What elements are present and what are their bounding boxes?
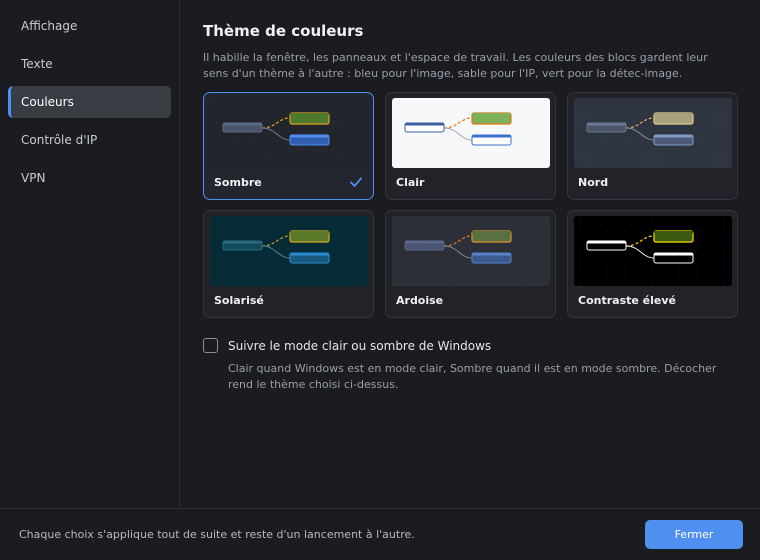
preview-source-node-header	[587, 123, 626, 126]
preview-link-ip	[625, 235, 655, 247]
page-title: Thème de couleurs	[203, 22, 364, 40]
preview-background	[210, 216, 368, 286]
preview-detect-node-header	[472, 231, 511, 234]
theme-label: Ardoise	[396, 294, 444, 307]
close-button[interactable]: Fermer	[645, 520, 743, 549]
preview-detect-node-header	[654, 113, 693, 116]
sidebar-item-vpn[interactable]: VPN	[21, 171, 46, 185]
preview-image-node-header	[472, 135, 511, 138]
theme-grid: Sombre Clair Nord Solarisé Ardoise Contr…	[203, 92, 738, 318]
preview-link-image	[443, 127, 473, 141]
theme-card-solarise[interactable]: Solarisé	[203, 210, 374, 318]
preview-source-node-header	[405, 241, 444, 244]
theme-label: Solarisé	[214, 294, 264, 307]
preview-source-node-header	[223, 241, 262, 244]
preview-link-image	[625, 127, 655, 141]
sidebar-item-controle-ip[interactable]: Contrôle d'IP	[21, 133, 98, 147]
preview-background	[574, 98, 732, 168]
page-description: Il habille la fenêtre, les panneaux et l…	[203, 51, 708, 80]
theme-card-clair[interactable]: Clair	[385, 92, 556, 200]
theme-card-contraste-eleve[interactable]: Contraste élevé	[567, 210, 738, 318]
preview-link-ip	[443, 235, 473, 247]
preview-image-node-header	[472, 253, 511, 256]
preview-source-node-header	[223, 123, 262, 126]
check-icon	[350, 177, 362, 187]
preview-background	[392, 216, 550, 286]
theme-preview	[210, 216, 368, 286]
theme-card-nord[interactable]: Nord	[567, 92, 738, 200]
theme-preview	[392, 216, 550, 286]
follow-windows-label[interactable]: Suivre le mode clair ou sombre de Window…	[228, 338, 492, 353]
preview-source-node-header	[587, 241, 626, 244]
theme-preview	[210, 98, 368, 168]
preview-link-image	[443, 245, 473, 259]
theme-card-sombre[interactable]: Sombre	[203, 92, 374, 200]
theme-label: Nord	[578, 176, 609, 189]
preview-background	[392, 98, 550, 168]
theme-preview	[574, 98, 732, 168]
preview-link-image	[625, 245, 655, 259]
preview-image-node-header	[654, 253, 693, 256]
theme-label: Contraste élevé	[578, 294, 676, 307]
preview-link-ip	[261, 117, 291, 129]
preview-link-image	[261, 127, 291, 141]
dialog-footer: Chaque choix s'applique tout de suite et…	[0, 508, 760, 560]
footer-note: Chaque choix s'applique tout de suite et…	[19, 528, 415, 541]
preview-detect-node-header	[654, 231, 693, 234]
preview-image-node-header	[290, 253, 329, 256]
preview-background	[210, 98, 368, 168]
preview-detect-node-header	[472, 113, 511, 116]
follow-windows-row: Suivre le mode clair ou sombre de Window…	[203, 338, 736, 353]
follow-windows-help: Clair quand Windows est en mode clair, S…	[228, 362, 717, 391]
preview-link-ip	[625, 117, 655, 129]
main-panel: Thème de couleurs Il habille la fenêtre,…	[181, 0, 760, 508]
sidebar-item-affichage[interactable]: Affichage	[21, 19, 78, 33]
theme-label: Sombre	[214, 176, 262, 189]
preview-detect-node-header	[290, 113, 329, 116]
preview-detect-node-header	[290, 231, 329, 234]
preview-link-ip	[443, 117, 473, 129]
theme-label: Clair	[396, 176, 425, 189]
sidebar-item-texte[interactable]: Texte	[21, 57, 53, 71]
follow-windows-checkbox[interactable]	[203, 338, 218, 353]
settings-sidebar: Affichage Texte Couleurs Contrôle d'IP V…	[0, 0, 180, 508]
preview-image-node-header	[654, 135, 693, 138]
theme-card-ardoise[interactable]: Ardoise	[385, 210, 556, 318]
preview-link-ip	[261, 235, 291, 247]
preview-link-image	[261, 245, 291, 259]
theme-preview	[392, 98, 550, 168]
preview-background	[574, 216, 732, 286]
sidebar-item-couleurs[interactable]: Couleurs	[8, 86, 171, 118]
preview-image-node-header	[290, 135, 329, 138]
preview-source-node-header	[405, 123, 444, 126]
theme-preview	[574, 216, 732, 286]
